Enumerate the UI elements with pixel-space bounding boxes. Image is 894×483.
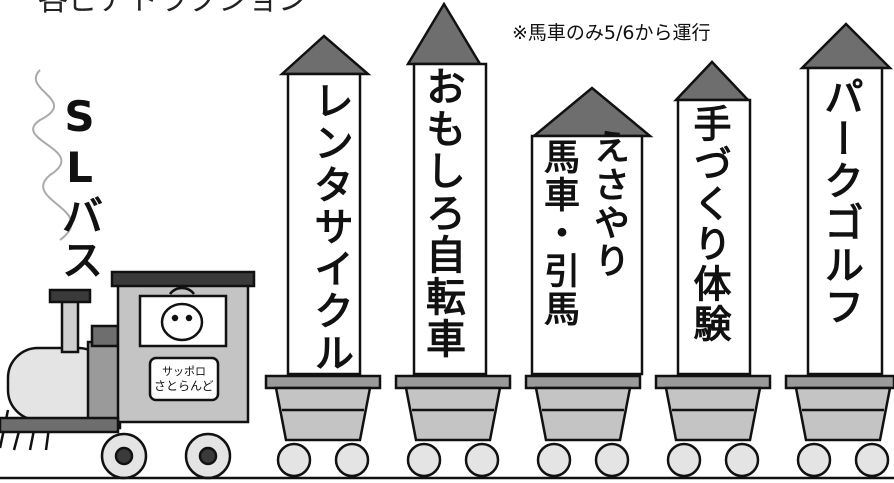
wagon-handcraft bbox=[654, 60, 772, 478]
loco-wheels bbox=[100, 432, 232, 480]
nameplate-line2: さとらんど bbox=[154, 379, 214, 393]
wagon-label-rental-cycle: レンタサイクル bbox=[307, 80, 353, 374]
operation-note: ※馬車のみ5/6から運行 bbox=[512, 22, 711, 44]
cab-roof bbox=[110, 270, 256, 288]
wagon-label-feeding: えさやり bbox=[588, 128, 629, 280]
wagon-label-fun-bicycle: おもしろ自転車 bbox=[419, 66, 465, 360]
chimney bbox=[60, 294, 80, 354]
wagon-label-handcraft: 手づくり体験 bbox=[687, 104, 731, 344]
wagon-rental-cycle bbox=[264, 34, 382, 478]
wagon-label-park-golf: パークゴルフ bbox=[817, 76, 863, 328]
smoke bbox=[32, 69, 73, 241]
wagon-fun-bicycle bbox=[394, 1, 512, 478]
page-title: 各ピアトラクション bbox=[38, 0, 308, 18]
nameplate bbox=[148, 356, 220, 402]
wagon-carriage-feeding bbox=[524, 86, 654, 478]
sl-bus-label: SLバス bbox=[55, 92, 104, 282]
wagon-label-carriage: 馬車・引馬 bbox=[538, 138, 579, 328]
nameplate-line1: サッポロ bbox=[162, 365, 206, 378]
wagon-park-golf bbox=[784, 22, 894, 478]
